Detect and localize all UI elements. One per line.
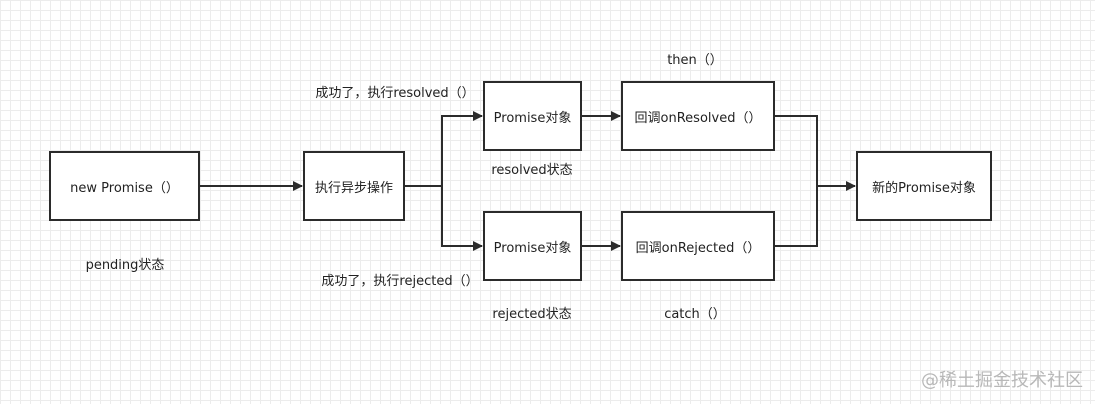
new-promise-object-node: 新的Promise对象 — [856, 151, 992, 221]
new-promise-node: new Promise（） — [49, 151, 200, 221]
arrow-async-to-resolved — [405, 111, 483, 187]
on-rejected-node: 回调onRejected（） — [621, 211, 775, 281]
resolve-call-label: 成功了，执行resolved（） — [315, 86, 475, 101]
on-rejected-label: 回调onRejected（） — [635, 240, 761, 256]
promise-resolved-node: Promise对象 — [483, 81, 582, 151]
new-promise-object-label: 新的Promise对象 — [872, 180, 976, 196]
reject-call-label: 成功了，执行rejected（） — [321, 274, 479, 289]
rejected-state-label: rejected状态 — [492, 307, 572, 322]
arrow-onresolved-to-merge — [775, 115, 818, 247]
async-operation-label: 执行异步操作 — [314, 180, 393, 196]
then-label: then（） — [667, 53, 723, 68]
catch-label: catch（） — [664, 307, 726, 322]
resolved-state-label: resolved状态 — [491, 163, 573, 178]
pending-state-label: pending状态 — [85, 258, 165, 273]
promise-resolved-label: Promise对象 — [493, 110, 572, 126]
watermark: @稀土掘金技术社区 — [921, 370, 1083, 391]
promise-rejected-node: Promise对象 — [483, 211, 582, 281]
on-resolved-label: 回调onResolved（） — [634, 110, 762, 126]
new-promise-label: new Promise（） — [70, 180, 179, 196]
arrow-async-to-rejected — [441, 186, 483, 251]
async-operation-node: 执行异步操作 — [303, 151, 405, 221]
on-resolved-node: 回调onResolved（） — [621, 81, 775, 151]
promise-rejected-label: Promise对象 — [493, 240, 572, 256]
